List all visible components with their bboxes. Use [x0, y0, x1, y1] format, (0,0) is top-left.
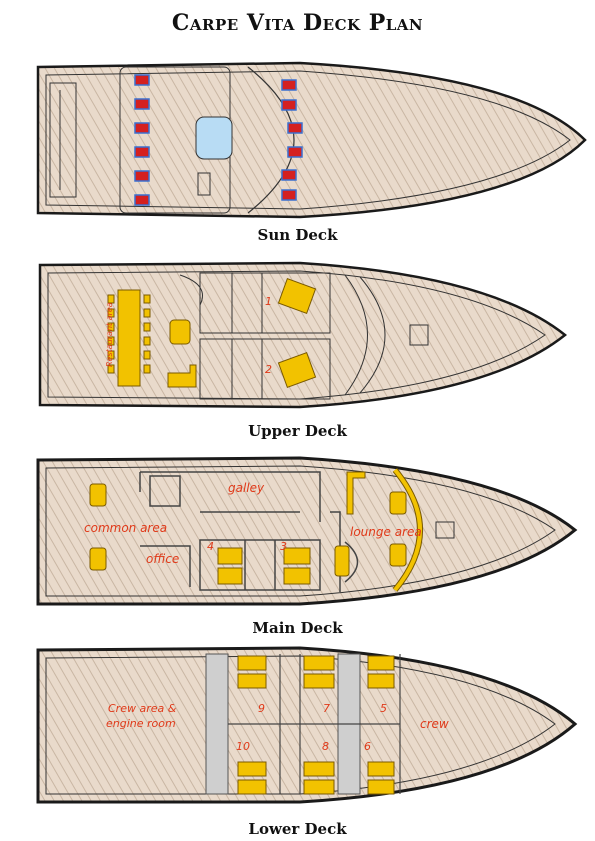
cabin-4-label: 4 [207, 540, 214, 553]
cabin-8-label: 8 [322, 740, 329, 753]
crew-label: crew [420, 717, 449, 731]
main-deck-label: Main Deck [252, 619, 343, 637]
sun-deck-label: Sun Deck [257, 226, 338, 244]
main-deck-plan: galley common area lounge area office 4 … [36, 456, 578, 606]
lounge-area-label: lounge area [350, 525, 422, 539]
cabin-1-label: 1 [265, 295, 272, 308]
sun-deck-plan [36, 61, 587, 219]
lower-deck-plan: Crew area & engine room crew 9 7 5 10 8 … [36, 646, 578, 804]
main-deck-hull [36, 456, 578, 606]
cabin-5-label: 5 [380, 702, 387, 715]
office-label: office [146, 552, 179, 566]
main-cabin-beds [217, 471, 407, 585]
cabin-9-label: 9 [258, 702, 265, 715]
lower-deck-label: Lower Deck [248, 820, 347, 838]
common-area-sofas [89, 483, 107, 571]
crew-engine-label-2: engine room [106, 717, 176, 730]
cabin-2-label: 2 [265, 363, 272, 376]
lower-cabin-beds [237, 655, 395, 795]
cabin-6-label: 6 [364, 740, 371, 753]
sun-deck-hull [36, 61, 587, 219]
upper-deck-label: Upper Deck [248, 422, 347, 440]
sun-deck-seats [134, 74, 303, 206]
galley-label: galley [228, 481, 265, 495]
cabin-10-label: 10 [236, 740, 250, 753]
cabin-3-label: 3 [280, 540, 287, 553]
common-area-label: common area [84, 521, 167, 535]
cabin-7-label: 7 [323, 702, 330, 715]
upper-cabin-beds [277, 278, 317, 388]
crew-engine-label-1: Crew area & [108, 702, 177, 715]
restaurant-table [107, 289, 197, 388]
upper-deck-hull [38, 261, 568, 409]
upper-deck-plan: Restaurant area 1 2 [38, 261, 568, 409]
restaurant-area-label: Restaurant area [105, 302, 114, 367]
page-title: Carpe Vita Deck Plan [171, 10, 424, 36]
